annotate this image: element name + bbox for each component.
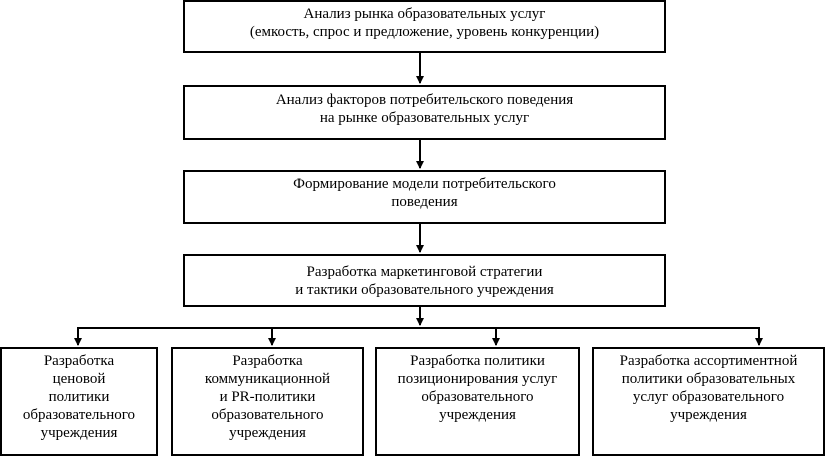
pricing-policy-box: Разработка ценовой политики образователь… [0, 347, 158, 456]
box-text-line: ценовой [52, 371, 106, 387]
box-text-line: образовательного [211, 407, 324, 423]
box-text-line: учреждения [670, 407, 747, 423]
box-text-line: Разработка ассортиментной [619, 353, 798, 369]
box-text-line: Формирование модели потребительского [293, 176, 556, 192]
box-text-line: на рынке образовательных услуг [319, 109, 530, 126]
marketing-strategy-box: Разработка маркетинговой стратегии и так… [183, 254, 666, 307]
box-text-line: и тактики образовательного учреждения [295, 281, 554, 298]
box-text-line: учреждения [40, 425, 118, 441]
box-text-line: политики образовательных [621, 371, 796, 387]
box-text-line: политики [48, 389, 110, 405]
box-text-line: коммуникационной [204, 371, 331, 387]
box-text-line: образовательного [421, 389, 534, 405]
box-text-line: Разработка политики [410, 353, 545, 369]
box-text-line: Разработка маркетинговой стратегии [306, 263, 543, 280]
box-text-line: Разработка [232, 353, 303, 369]
consumer-factors-box: Анализ факторов потребительского поведен… [183, 85, 666, 140]
box-text-line: Анализ рынка образовательных услуг [303, 5, 546, 22]
positioning-policy-box: Разработка политики позиционирования усл… [375, 347, 580, 456]
box-text-line: учреждения [229, 425, 306, 441]
consumer-model-box: Формирование модели потребительского пов… [183, 170, 666, 224]
assortment-policy-box: Разработка ассортиментной политики образ… [592, 347, 825, 456]
box-text-line: Разработка [43, 353, 115, 369]
box-text-line: учреждения [439, 407, 516, 423]
market-analysis-box: Анализ рынка образовательных услуг (емко… [183, 0, 666, 53]
box-text-line: услуг образовательного [632, 389, 785, 405]
box-text-line: Анализ факторов потребительского поведен… [275, 91, 574, 108]
communication-pr-policy-box: Разработка коммуникационной и PR-политик… [171, 347, 364, 456]
box-text-line: (емкость, спрос и предложение, уровень к… [249, 23, 600, 40]
box-text-line: и PR-политики [219, 389, 316, 405]
box-text-line: позиционирования услуг [397, 371, 558, 387]
box-text-line: образовательного [22, 407, 136, 423]
box-text-line: поведения [391, 194, 458, 210]
